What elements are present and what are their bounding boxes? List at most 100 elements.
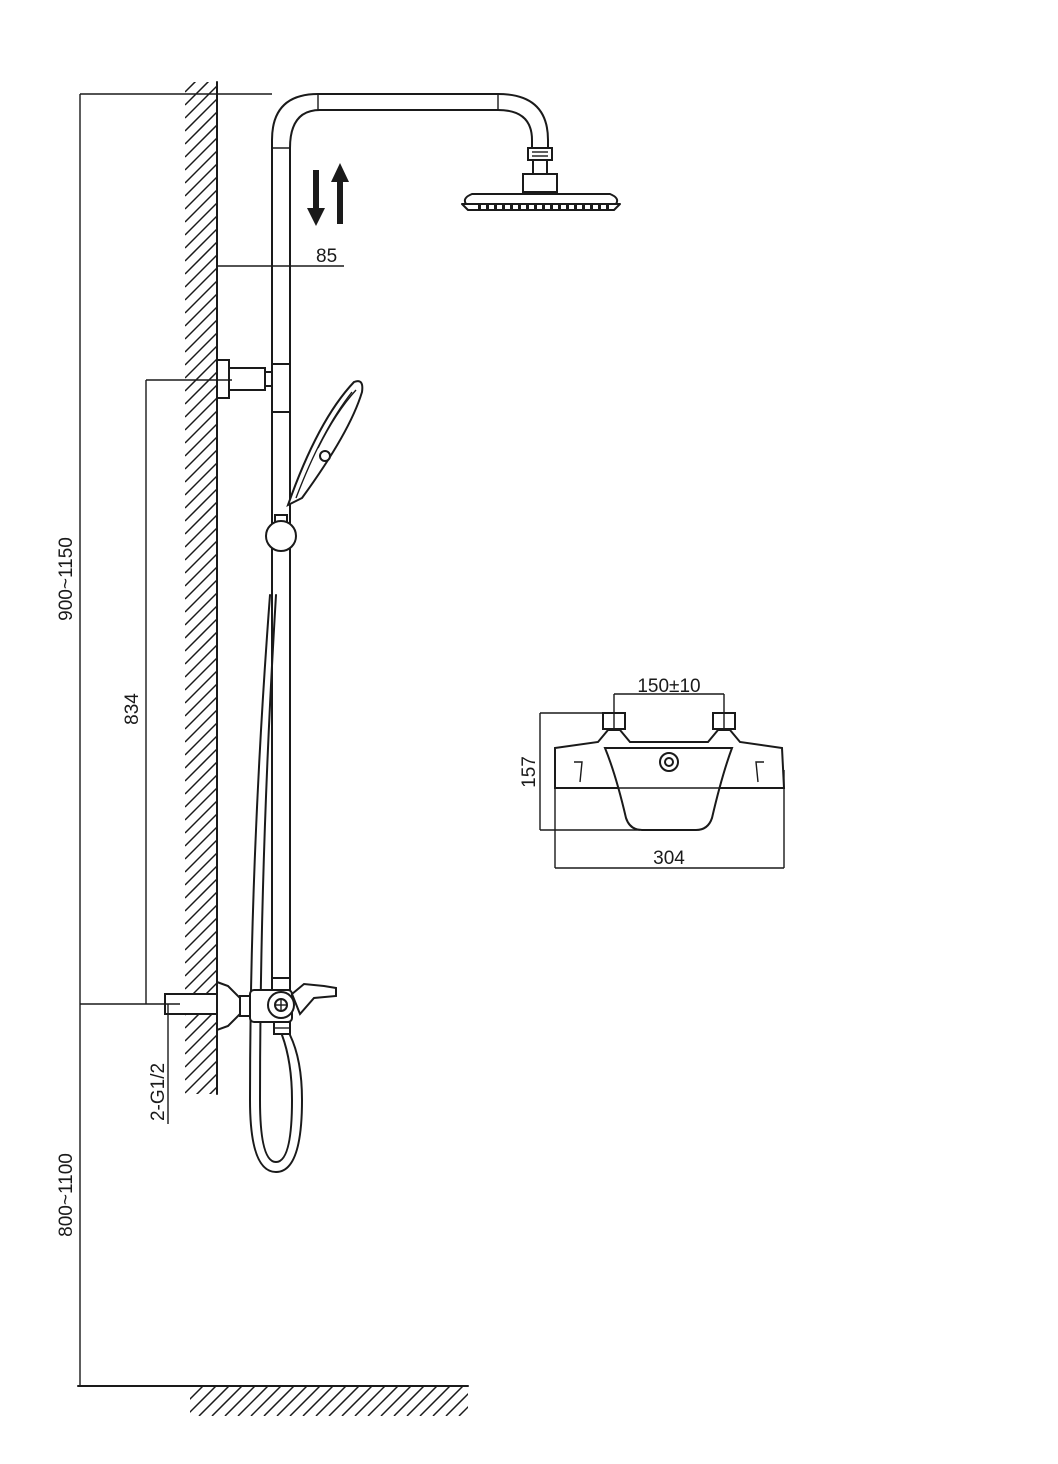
- nozzle: [574, 205, 577, 209]
- hatch-line: [315, 1386, 347, 1416]
- inlet-height-label: 800~1100: [56, 1153, 77, 1237]
- hatch-line: [185, 306, 217, 340]
- nozzle: [550, 205, 553, 209]
- hatch-line: [185, 1034, 217, 1068]
- hatch-line: [185, 462, 217, 496]
- hatch-line: [195, 1073, 217, 1094]
- hatch-line: [185, 657, 217, 691]
- nozzle: [502, 205, 505, 209]
- hatch-line: [185, 891, 217, 925]
- hatch-line: [211, 1386, 243, 1416]
- hatch-line: [185, 410, 217, 444]
- hatch-line: [185, 592, 217, 626]
- hatch-line: [185, 904, 217, 938]
- wall-hatching: [185, 82, 217, 1158]
- hatch-line: [208, 1086, 217, 1094]
- hatch-line: [185, 722, 217, 756]
- hand-shower-body: [286, 380, 364, 508]
- hatch-line: [328, 1386, 360, 1416]
- hatch-line: [185, 553, 217, 587]
- bracket-arm: [228, 367, 266, 391]
- hose-inner: [259, 594, 293, 1163]
- hatch-line: [185, 813, 217, 847]
- hatch-line: [185, 943, 217, 977]
- hatch-line: [224, 1386, 256, 1416]
- nozzle: [486, 205, 489, 209]
- hatch-line: [185, 839, 217, 873]
- nozzle: [526, 205, 529, 209]
- thread-dimension: 2-G1/2: [148, 1004, 169, 1124]
- thermostatic-mixer-front: 150±10 157 304: [519, 676, 786, 869]
- hatch-line: [354, 1386, 386, 1416]
- hatch-line: [185, 384, 217, 418]
- column-pipe-inner: [289, 109, 533, 986]
- hatch-line: [185, 527, 217, 561]
- hatch-line: [185, 800, 217, 834]
- hatch-line: [185, 566, 217, 600]
- hatch-line: [185, 215, 217, 249]
- nozzle: [606, 205, 609, 209]
- hatch-line: [185, 85, 217, 119]
- nozzle: [494, 205, 497, 209]
- bracket-to-inlet-label: 834: [122, 693, 143, 725]
- hatch-line: [393, 1386, 425, 1416]
- nozzle: [534, 205, 537, 209]
- hatch-line: [406, 1386, 438, 1416]
- shower-head-plate: [463, 193, 619, 205]
- hatch-line: [185, 371, 217, 405]
- inlet-spacing-label: 150±10: [637, 676, 700, 697]
- hatch-line: [185, 319, 217, 353]
- hatch-line: [185, 878, 217, 912]
- hatch-line: [185, 761, 217, 795]
- hatch-line: [185, 202, 217, 236]
- hatch-line: [190, 1386, 217, 1414]
- bracket-to-inlet-dimension: 834: [80, 379, 232, 1005]
- up-down-arrows-icon: [307, 163, 349, 226]
- hatch-line: [185, 189, 217, 223]
- thread-label: 2-G1/2: [148, 1063, 169, 1121]
- hatch-line: [185, 826, 217, 860]
- hatch-line: [185, 670, 217, 704]
- hatch-line: [190, 1386, 191, 1388]
- hatch-line: [185, 267, 217, 301]
- sliding-holder: [265, 514, 297, 552]
- hatch-line: [185, 358, 217, 392]
- hatch-line: [185, 111, 217, 145]
- hatch-line: [302, 1386, 334, 1416]
- hatch-line: [185, 514, 217, 548]
- hatch-line: [380, 1386, 412, 1416]
- hatch-line: [185, 1113, 217, 1145]
- shower-column: [271, 93, 549, 986]
- inlet-height-dimension: 800~1100: [56, 1004, 81, 1386]
- hatch-line: [185, 423, 217, 457]
- hatch-line: [185, 254, 217, 288]
- nozzle: [518, 205, 521, 209]
- hatch-line: [458, 1405, 468, 1416]
- wall-flange: [216, 980, 241, 1032]
- hatch-line: [263, 1386, 295, 1416]
- hatch-line: [198, 1386, 230, 1416]
- hatch-line: [190, 1386, 204, 1401]
- hatch-line: [185, 579, 217, 613]
- hatch-line: [185, 163, 217, 197]
- hatch-line: [185, 150, 217, 184]
- hatch-line: [185, 228, 217, 262]
- mixer-front-center: [603, 747, 734, 831]
- hatch-line: [185, 631, 217, 665]
- mixer-width-label: 304: [653, 848, 685, 869]
- nozzle: [510, 205, 513, 209]
- slider-knob: [265, 520, 297, 552]
- hatch-line: [185, 748, 217, 782]
- hatch-line: [185, 852, 217, 886]
- hatch-line: [185, 501, 217, 535]
- hatch-line: [185, 1126, 217, 1158]
- hatch-line: [367, 1386, 399, 1416]
- hatch-line: [276, 1386, 308, 1416]
- hatch-line: [185, 683, 217, 717]
- hatch-line: [185, 332, 217, 366]
- hand-shower: [286, 380, 364, 508]
- hatch-line: [185, 98, 217, 132]
- hatch-line: [185, 82, 210, 106]
